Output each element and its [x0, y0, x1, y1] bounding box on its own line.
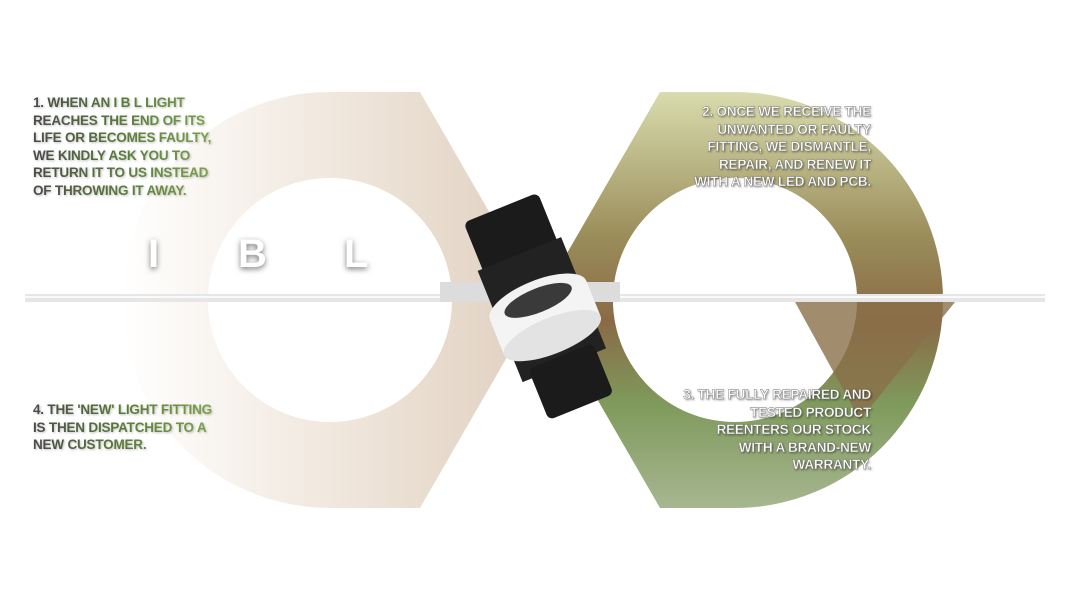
text-line: LIFE OR BECOMES FAULTY, — [33, 130, 212, 145]
logo-letter-i: I — [148, 232, 160, 276]
step-3-text: 3. THE FULLY REPAIRED AND TESTED PRODUCT… — [683, 386, 871, 474]
text-line: TESTED PRODUCT — [750, 404, 872, 420]
text-line: 1. WHEN AN I B L LIGHT — [33, 95, 185, 110]
right-loop — [540, 92, 955, 508]
text-line: WE KINDLY ASK YOU TO — [33, 147, 191, 163]
text-line: WITH A BRAND-NEW — [738, 439, 872, 455]
text-line: NEW CUSTOMER. — [33, 437, 147, 452]
text-line: RETURN IT TO US INSTEAD — [33, 165, 209, 180]
step-4-text: 4. THE 'NEW' LIGHT FITTING IS THEN DISPA… — [33, 401, 212, 454]
text-line: OF THROWING IT AWAY. — [33, 182, 187, 198]
left-loop — [122, 92, 540, 508]
logo-letter-l: L — [344, 232, 369, 276]
text-line: WARRANTY. — [792, 457, 871, 472]
text-line: REENTERS OUR STOCK — [716, 422, 871, 437]
text-line: IS THEN DISPATCHED TO A — [33, 419, 207, 435]
text-line: FITTING, WE DISMANTLE, — [707, 139, 871, 154]
text-line: WITH A NEW LED AND PCB. — [694, 174, 871, 189]
text-line: 2. ONCE WE RECEIVE THE — [702, 104, 871, 119]
text-line: 4. THE 'NEW' LIGHT FITTING — [33, 402, 212, 417]
text-line: REACHES THE END OF ITS — [33, 112, 205, 128]
downlight-product-image — [440, 194, 620, 419]
step-2-text: 2. ONCE WE RECEIVE THE UNWANTED OR FAULT… — [694, 103, 871, 191]
text-line: REPAIR, AND RENEW IT — [718, 156, 872, 172]
text-line: UNWANTED OR FAULTY — [717, 121, 871, 137]
text-line: 3. THE FULLY REPAIRED AND — [683, 387, 871, 402]
step-1-text: 1. WHEN AN I B L LIGHT REACHES THE END O… — [33, 94, 211, 199]
logo-letter-b: B — [238, 232, 267, 276]
